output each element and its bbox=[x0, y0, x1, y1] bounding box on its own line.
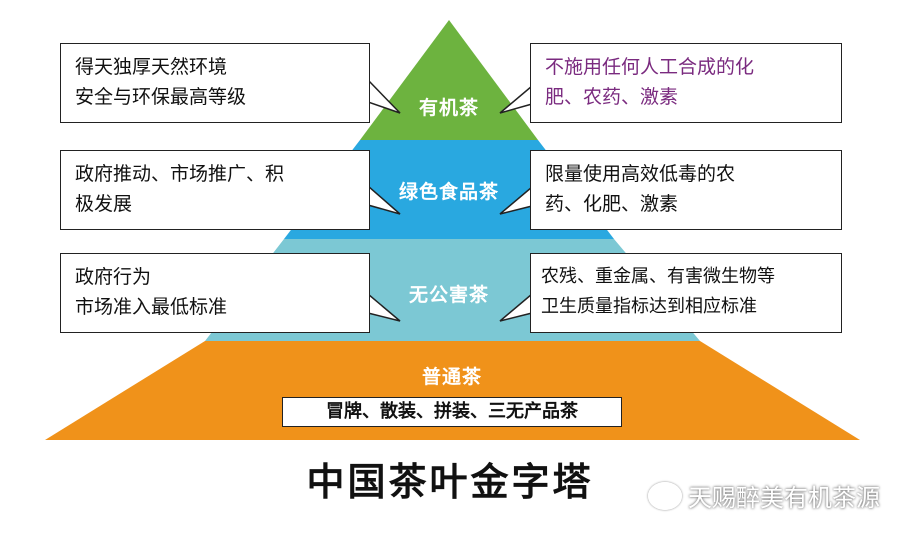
callout-line: 卫生质量指标达到相应标准 bbox=[541, 296, 757, 317]
callout-line: 肥、农药、激素 bbox=[545, 86, 679, 108]
callout-organic-left: 得天独厚天然环境 安全与环保最高等级 bbox=[60, 43, 370, 123]
watermark-text: 天赐醉美有机茶源 bbox=[688, 484, 880, 512]
callout-line: 农残、重金属、有害微生物等 bbox=[541, 266, 775, 287]
tier-label-ordinary: 普通茶 bbox=[421, 366, 483, 388]
tier-label-pollution-free: 无公害茶 bbox=[408, 284, 490, 306]
tier-ordinary-shape bbox=[45, 341, 860, 440]
callout-line: 限量使用高效低毒的农 bbox=[545, 163, 736, 185]
callout-line: 安全与环保最高等级 bbox=[75, 86, 247, 108]
tier-label-green-food: 绿色食品茶 bbox=[398, 181, 500, 203]
callout-green-food-right: 限量使用高效低毒的农 药、化肥、激素 bbox=[530, 150, 842, 230]
callout-pollution-free-left: 政府行为 市场准入最低标准 bbox=[60, 253, 370, 333]
diagram-title: 中国茶叶金字塔 bbox=[306, 459, 594, 504]
callout-line: 不施用任何人工合成的化 bbox=[545, 56, 755, 78]
tier-organic-shape bbox=[360, 20, 538, 140]
callout-line: 极发展 bbox=[75, 193, 133, 215]
callout-line: 政府行为 bbox=[75, 266, 152, 288]
watermark: 天赐醉美有机茶源 bbox=[648, 478, 880, 513]
callout-pollution-free-right: 农残、重金属、有害微生物等 卫生质量指标达到相应标准 bbox=[530, 253, 842, 333]
callout-line: 政府推动、市场推广、积 bbox=[75, 163, 285, 185]
callout-line: 药、化肥、激素 bbox=[545, 193, 679, 215]
callout-green-food-left: 政府推动、市场推广、积 极发展 bbox=[60, 150, 370, 230]
callout-organic-right: 不施用任何人工合成的化 肥、农药、激素 bbox=[530, 43, 842, 123]
ordinary-tea-note: 冒牌、散装、拼装、三无产品茶 bbox=[282, 397, 622, 427]
tier-label-organic: 有机茶 bbox=[418, 97, 480, 119]
callout-line: 市场准入最低标准 bbox=[75, 296, 228, 318]
callout-line: 得天独厚天然环境 bbox=[75, 56, 228, 78]
wechat-icon bbox=[648, 481, 682, 510]
